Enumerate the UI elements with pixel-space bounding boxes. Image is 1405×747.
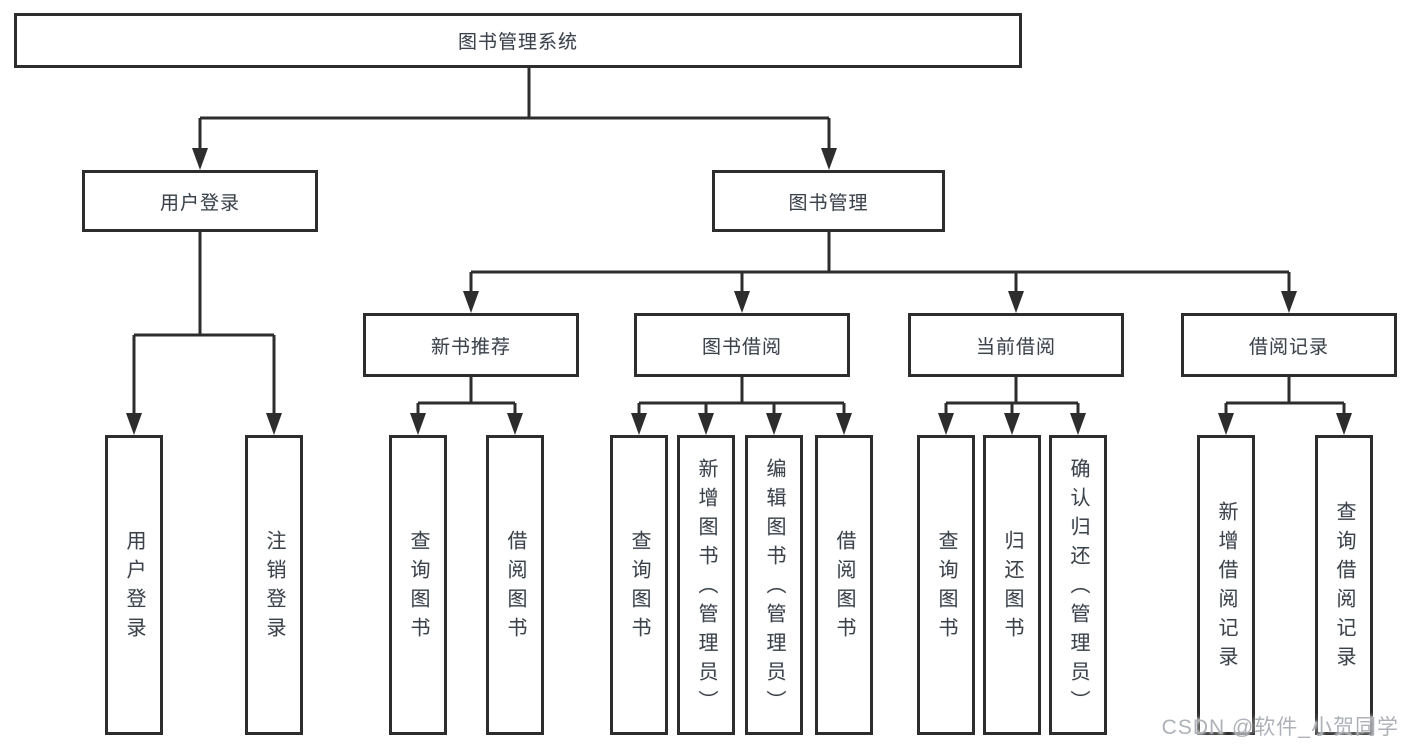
leaf-edit-books-admin: 编辑图书（管理员）: [745, 435, 803, 735]
node-library-management-system: 图书管理系统: [14, 13, 1022, 68]
leaf-user-login: 用户登录: [105, 435, 163, 735]
leaf-confirm-return-admin: 确认归还（管理员）: [1049, 435, 1107, 735]
leaf-borrow-books-recommend: 借阅图书: [486, 435, 544, 735]
leaf-borrow-books: 借阅图书: [815, 435, 873, 735]
node-current-borrowing: 当前借阅: [908, 313, 1124, 377]
leaf-query-borrow-record: 查询借阅记录: [1315, 435, 1373, 735]
leaf-query-books-borrow: 查询图书: [610, 435, 668, 735]
csdn-watermark: CSDN @软件_小贺同学: [1161, 716, 1399, 739]
leaf-add-borrow-record: 新增借阅记录: [1197, 435, 1255, 735]
arrowheads: [126, 148, 1352, 435]
leaf-query-books-recommend: 查询图书: [389, 435, 447, 735]
leaf-add-books-admin: 新增图书（管理员）: [677, 435, 735, 735]
leaf-return-books: 归还图书: [983, 435, 1041, 735]
node-book-management: 图书管理: [712, 170, 945, 232]
leaf-query-books-current: 查询图书: [917, 435, 975, 735]
leaf-logout: 注销登录: [245, 435, 303, 735]
node-user-login: 用户登录: [82, 170, 318, 232]
node-book-borrowing: 图书借阅: [634, 313, 850, 377]
node-new-book-recommend: 新书推荐: [363, 313, 579, 377]
node-borrowing-records: 借阅记录: [1181, 313, 1397, 377]
